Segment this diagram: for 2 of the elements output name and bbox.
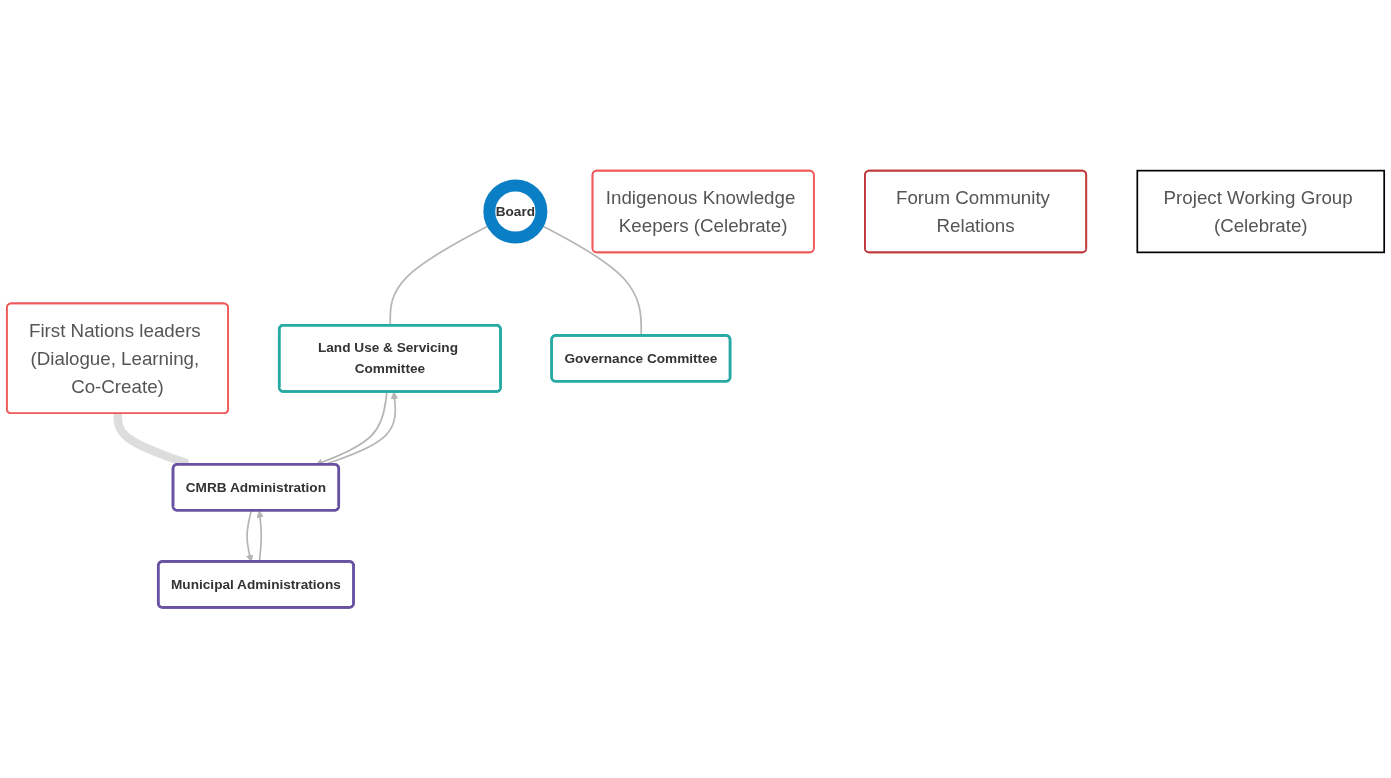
node-circle: Board [483, 179, 548, 244]
node-box: Project Working Group (Celebrate) [1136, 169, 1386, 254]
